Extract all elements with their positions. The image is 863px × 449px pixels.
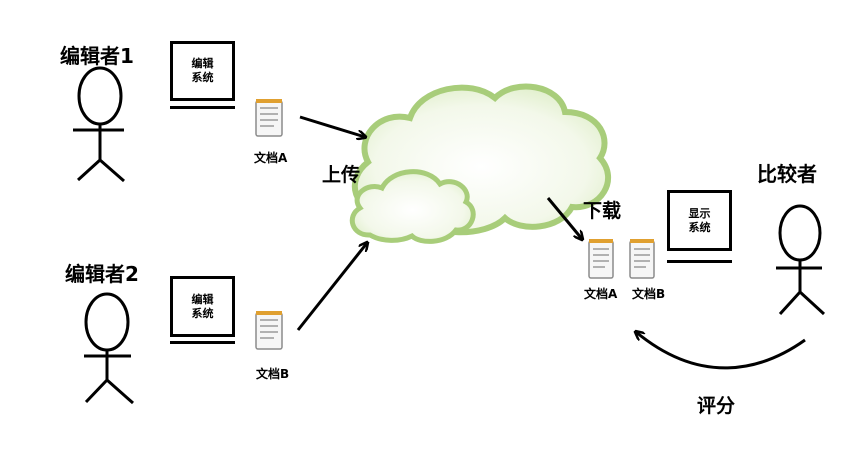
monitor-stand: [667, 260, 732, 263]
monitor-stand: [170, 341, 235, 344]
editor2-document-label: 文档B: [256, 367, 290, 381]
stick-figure-icon: [73, 66, 125, 183]
rating-label: 评分: [697, 395, 736, 417]
stick-figure-icon: [776, 204, 826, 316]
document-icon: [629, 239, 655, 279]
editor1-document-label: 文档A: [254, 151, 288, 165]
monitor-icon: 编辑系统: [170, 41, 235, 101]
comparer-label: 比较者: [757, 162, 817, 186]
comparer-document-b-label: 文档B: [632, 287, 666, 301]
editor2-screen-label: 编辑系统: [191, 292, 214, 320]
comparer-screen-label: 显示系统: [688, 206, 711, 234]
document-icon: [588, 239, 614, 279]
download-label: 下载: [583, 200, 622, 222]
editor1-screen-label: 编辑系统: [191, 57, 214, 84]
upload-arrow-b: [296, 243, 367, 331]
upload-label: 上传: [322, 164, 361, 186]
editor2-label: 编辑者2: [65, 262, 139, 286]
upload-arrow-a: [299, 115, 365, 137]
monitor-icon: 显示系统: [667, 190, 732, 251]
comparer-document-a-label: 文档A: [584, 287, 618, 301]
monitor-stand: [170, 106, 235, 109]
editor1-label: 编辑者1: [60, 44, 134, 68]
document-icon: [255, 99, 283, 137]
stick-figure-icon: [84, 292, 134, 405]
monitor-icon: 编辑系统: [170, 276, 235, 337]
download-arrow: [546, 197, 582, 239]
rating-arrow: [636, 332, 806, 370]
document-icon: [255, 311, 283, 350]
cloud-icon: [349, 83, 612, 244]
